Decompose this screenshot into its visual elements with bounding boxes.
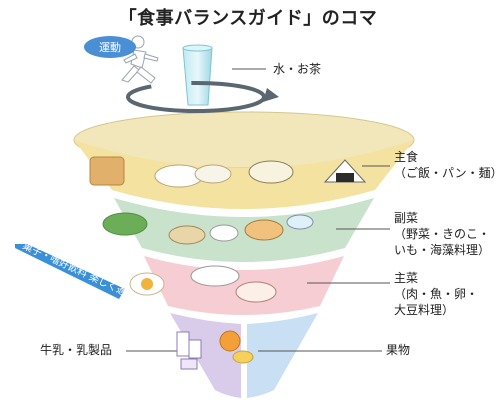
meat-plate-icon: [235, 281, 277, 303]
water-glass-icon: [182, 47, 213, 106]
fish-plate-icon: [190, 265, 240, 287]
cheese-icon: [180, 358, 198, 370]
main-dish-title: 主菜: [394, 271, 419, 285]
rice-bowl-icon-2: [194, 164, 232, 184]
water-glass-rim: [182, 44, 213, 52]
fruit-icons: [219, 330, 254, 364]
nori-icon: [336, 173, 354, 182]
bread-icon: [89, 156, 125, 186]
vegetable-title: 副菜: [394, 211, 419, 225]
main-dish-desc-line2: 大豆料理）: [394, 303, 455, 318]
small-dish-icon: [286, 214, 314, 230]
staple-food-icons: [89, 156, 367, 188]
milk-carton-icon: [176, 331, 190, 357]
vegetable-label-block: 副菜 （野菜・きのこ・ いも・海藻料理）: [394, 210, 490, 259]
vegetable-food-icons: [102, 212, 314, 245]
rotation-arrowhead-icon: [263, 88, 279, 102]
vegetable-bowl-icon: [209, 224, 239, 242]
egg-yolk-icon: [141, 278, 153, 290]
fruit-tier: [247, 313, 318, 398]
rotation-arrow-icon: [126, 81, 266, 113]
running-person-icon: [121, 35, 159, 84]
salad-icon: [102, 212, 148, 236]
vegetable-desc-line1: （野菜・きのこ・: [394, 227, 491, 242]
page-title: 「食事バランスガイド」のコマ: [118, 8, 378, 29]
water-label: 水・お茶: [273, 62, 322, 76]
vegetable-desc-line2: いも・海藻料理）: [394, 243, 491, 258]
staple-desc: （ご飯・パン・麺）: [394, 166, 496, 181]
milk-product-icons: [176, 331, 202, 370]
soup-bowl-icon: [244, 219, 284, 241]
orange-icon: [219, 330, 241, 352]
fruit-label: 果物: [386, 343, 411, 357]
milk-label: 牛乳・乳製品: [40, 343, 113, 357]
main-dish-label-block: 主菜 （肉・魚・卵・ 大豆料理）: [394, 270, 478, 319]
milk-glass-icon: [188, 339, 202, 359]
staple-label-block: 主食 （ご飯・パン・麺）: [394, 149, 496, 181]
banana-icon: [232, 350, 254, 364]
main-dish-desc-line1: （肉・魚・卵・: [394, 287, 479, 302]
staple-title: 主食: [394, 150, 419, 164]
snack-label: 菓子・嗜好飲料 楽しく適度に: [21, 239, 147, 307]
simmered-dish-icon: [168, 225, 206, 245]
noodle-bowl-icon: [248, 160, 294, 184]
exercise-label: 運動: [99, 40, 121, 54]
staple-tier: [74, 140, 414, 209]
main-dish-food-icons: [129, 265, 277, 303]
exercise-badge: [84, 36, 136, 58]
vegetable-tier: [114, 198, 374, 262]
snack-ribbon: 菓子・嗜好飲料 楽しく適度に: [15, 239, 147, 307]
